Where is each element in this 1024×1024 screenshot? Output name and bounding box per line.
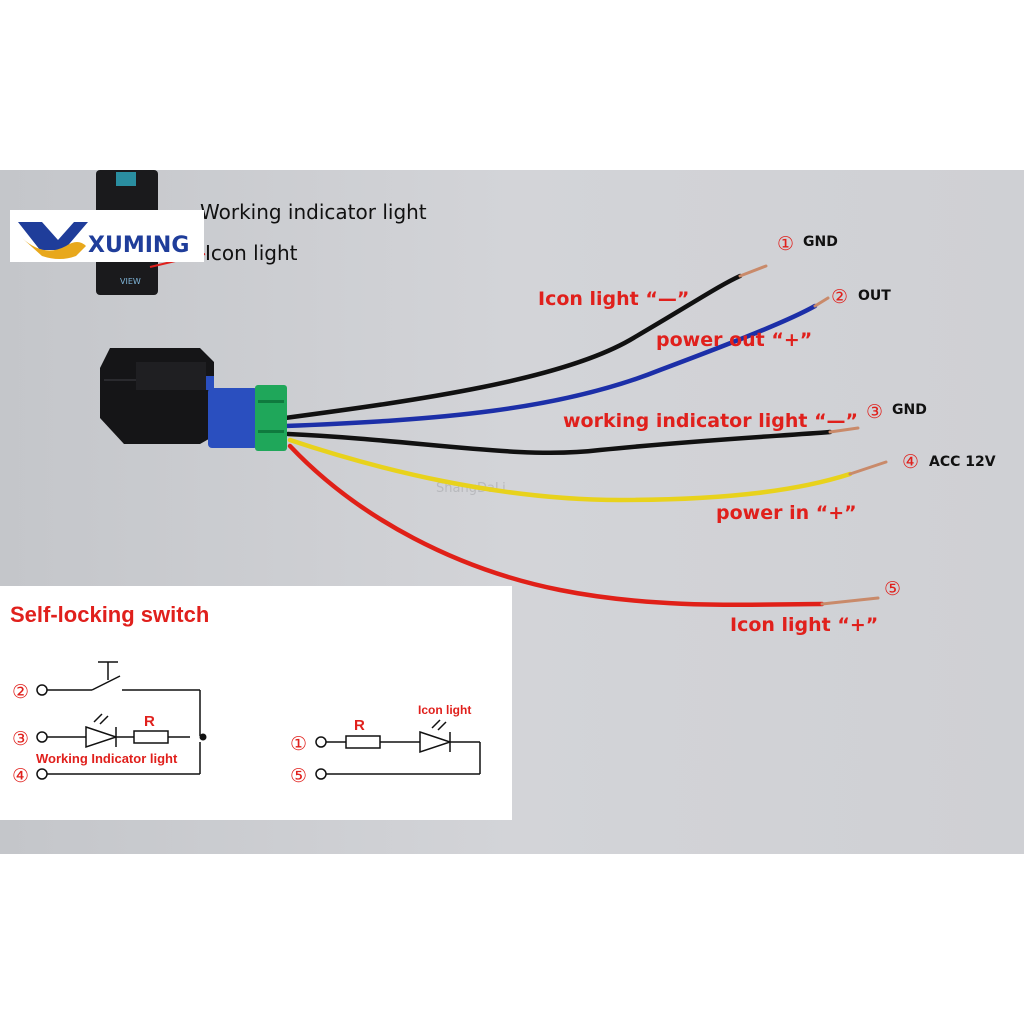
logo-text: XUMING xyxy=(88,233,189,258)
schematic-right-terminal-1: ① xyxy=(290,734,307,755)
wire-3-label: working indicator light “—” xyxy=(563,410,858,432)
wire-3-copper xyxy=(828,426,860,434)
schematic-left-terminal-4: ④ xyxy=(12,766,29,787)
wire-4-tag: ACC 12V xyxy=(929,454,996,470)
schematic-left-circuit xyxy=(36,661,201,780)
wire-5-number: ⑤ xyxy=(884,578,901,600)
wire-1-copper xyxy=(738,264,768,278)
wire-tags: ① GND ② OUT ③ GND ④ ACC 12V ⑤ xyxy=(777,233,996,600)
switch-connector xyxy=(100,348,287,451)
wire-labels: Icon light “—” power out “+” working ind… xyxy=(538,288,878,636)
brand-logo: XUMING xyxy=(10,210,204,262)
wire-2-blue xyxy=(282,303,818,429)
wire-1-number: ① xyxy=(777,233,794,255)
wire-5-copper xyxy=(820,596,880,606)
logo-mark-icon xyxy=(18,222,88,250)
schematic-junction-dot xyxy=(199,733,207,741)
wire-4-copper xyxy=(848,460,888,476)
connector-blue-housing xyxy=(208,388,258,448)
schematic-right-circuit xyxy=(315,719,481,780)
wire-5-label: Icon light “+” xyxy=(730,614,878,636)
connector-green-housing xyxy=(255,385,287,451)
wire-3-number: ③ xyxy=(866,401,883,423)
wire-1-tag: GND xyxy=(803,234,838,250)
schematic-right-caption: Icon light xyxy=(418,703,471,717)
wire-4-yellow xyxy=(287,437,853,503)
wire-harness xyxy=(282,264,888,608)
schematic-title: Self-locking switch xyxy=(10,602,209,627)
schematic-left-caption: Working Indicator light xyxy=(36,751,178,766)
schematic-left-terminal-3: ③ xyxy=(12,729,29,750)
wire-1-black xyxy=(282,273,743,421)
inset-label-working-indicator: Working indicator light xyxy=(200,200,427,224)
wire-2-number: ② xyxy=(831,286,848,308)
wire-2-label: power out “+” xyxy=(656,329,812,351)
inset-switch-label: VIEW xyxy=(120,277,141,286)
schematic-right-terminal-5: ⑤ xyxy=(290,766,307,787)
schematic-left-resistor-label: R xyxy=(144,713,155,730)
schematic-panel: Self-locking switch ② ③ ④ R xyxy=(0,586,512,820)
schematic-right-resistor-label: R xyxy=(354,717,365,734)
wire-2-tag: OUT xyxy=(858,288,891,304)
wire-5-red xyxy=(287,443,825,608)
wire-4-number: ④ xyxy=(902,451,919,473)
schematic-left-terminal-2: ② xyxy=(12,682,29,703)
inset-label-icon-light: Icon light xyxy=(205,241,298,265)
wire-3-tag: GND xyxy=(892,402,927,418)
wire-3-black xyxy=(285,429,833,455)
wire-2-copper xyxy=(813,296,830,308)
wire-4-label: power in “+” xyxy=(716,502,857,524)
wire-1-label: Icon light “—” xyxy=(538,288,689,310)
